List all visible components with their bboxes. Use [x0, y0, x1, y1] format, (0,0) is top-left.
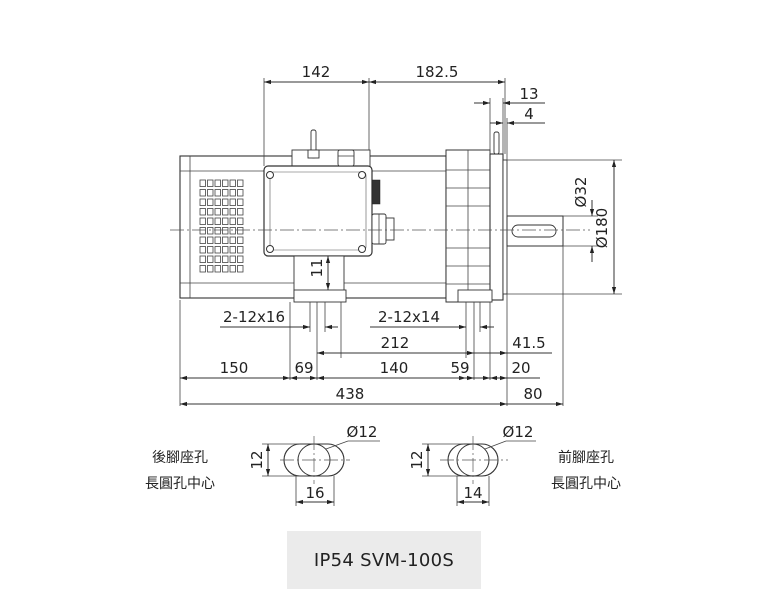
vent-slot — [222, 179, 229, 187]
dim-front-holes: 2-12x14 — [378, 308, 440, 326]
vent-slot — [207, 227, 214, 235]
vent-slot — [229, 208, 236, 216]
vent-slot — [207, 179, 214, 187]
dim-4: 4 — [524, 105, 534, 123]
vent-slot — [207, 236, 214, 244]
vent-slot — [207, 255, 214, 263]
vent-slot — [229, 227, 236, 235]
vent-slot — [199, 255, 206, 263]
vent-slot — [222, 236, 229, 244]
dim-11: 11 — [308, 258, 326, 277]
vent-slot — [207, 208, 214, 216]
rear-hole-title: 後腳座孔 — [152, 450, 208, 466]
vent-slot — [237, 189, 244, 197]
vent-slot — [229, 198, 236, 206]
vent-slot — [199, 217, 206, 225]
vent-slot — [237, 208, 244, 216]
dim-13: 13 — [519, 85, 538, 103]
vent-slot — [237, 246, 244, 254]
dim-182-5: 182.5 — [416, 63, 459, 81]
vent-slot — [214, 189, 221, 197]
vent-slot — [214, 179, 221, 187]
vent-slot — [207, 246, 214, 254]
dim-41-5: 41.5 — [512, 334, 545, 352]
vent-slot — [199, 265, 206, 273]
top-dimensions: 142 182.5 13 4 — [263, 63, 545, 166]
vent-slot — [229, 217, 236, 225]
vent-slot — [207, 198, 214, 206]
vent-slot — [214, 265, 221, 273]
front-hole-title: 前腳座孔 — [558, 449, 614, 466]
model-label: IP54 SVM-100S — [287, 531, 481, 589]
vent-slot — [214, 217, 221, 225]
vent-slot — [199, 208, 206, 216]
rear-hole-height: 12 — [248, 450, 266, 469]
dim-438: 438 — [336, 385, 365, 403]
vent-slot — [222, 198, 229, 206]
rear-hole-detail: 12 16 Ø12 後腳座孔 長圓孔中心 — [145, 423, 380, 506]
vent-slot — [237, 236, 244, 244]
vent-slot — [237, 179, 244, 187]
rear-hole-dia: Ø12 — [347, 423, 378, 441]
dim-212: 212 — [381, 334, 410, 352]
vent-slot — [222, 189, 229, 197]
front-hole-detail: 12 14 Ø12 前腳座孔 長圓孔中心 — [408, 423, 621, 506]
front-hole-height: 12 — [408, 450, 426, 469]
front-hole-subtitle: 長圓孔中心 — [551, 476, 621, 492]
vent-slot — [207, 217, 214, 225]
dim-shaft-dia: Ø32 — [572, 177, 590, 208]
vent-slot — [237, 265, 244, 273]
right-dimensions: Ø32 Ø180 — [507, 159, 622, 295]
vent-slot — [229, 246, 236, 254]
vent-slot — [222, 208, 229, 216]
vent-slot — [199, 227, 206, 235]
dim-69: 69 — [294, 359, 313, 377]
vent-slot — [207, 189, 214, 197]
vent-slot — [222, 265, 229, 273]
dim-140: 140 — [380, 359, 409, 377]
vent-slot — [229, 189, 236, 197]
rear-hole-subtitle: 長圓孔中心 — [145, 476, 215, 492]
vent-slot — [237, 227, 244, 235]
vent-slot — [214, 236, 221, 244]
vent-slot — [199, 198, 206, 206]
dim-80: 80 — [523, 385, 542, 403]
vent-slot — [237, 255, 244, 263]
vent-slot — [214, 198, 221, 206]
motor-feet — [293, 289, 493, 303]
vent-slot — [199, 189, 206, 197]
vent-slot — [214, 255, 221, 263]
bottom-dimensions: 2-12x16 2-12x14 212 41.5 150 69 140 59 2… — [179, 246, 564, 407]
vent-slot — [222, 217, 229, 225]
vent-slot — [207, 265, 214, 273]
dim-flange-dia: Ø180 — [593, 208, 611, 248]
vent-slot — [237, 217, 244, 225]
vent-slot — [237, 198, 244, 206]
front-hole-dia: Ø12 — [503, 423, 534, 441]
vent-slot — [229, 179, 236, 187]
vent-slot — [199, 179, 206, 187]
vent-slot — [214, 208, 221, 216]
vent-slot — [229, 255, 236, 263]
vent-slot — [222, 227, 229, 235]
terminal-box — [263, 129, 395, 299]
vent-slot — [229, 236, 236, 244]
vent-slot — [214, 227, 221, 235]
vent-slot — [199, 246, 206, 254]
vent-slot — [229, 265, 236, 273]
vent-grill — [199, 179, 244, 273]
vent-slot — [214, 246, 221, 254]
dim-20: 20 — [511, 359, 530, 377]
front-hole-width: 14 — [463, 484, 482, 502]
dim-11-group: 11 — [308, 256, 331, 290]
vent-slot — [222, 246, 229, 254]
dim-150: 150 — [220, 359, 249, 377]
vent-slot — [222, 255, 229, 263]
dim-59: 59 — [450, 359, 469, 377]
rear-hole-width: 16 — [305, 484, 324, 502]
dim-142: 142 — [302, 63, 331, 81]
dim-rear-holes: 2-12x16 — [223, 308, 285, 326]
vent-slot — [199, 236, 206, 244]
